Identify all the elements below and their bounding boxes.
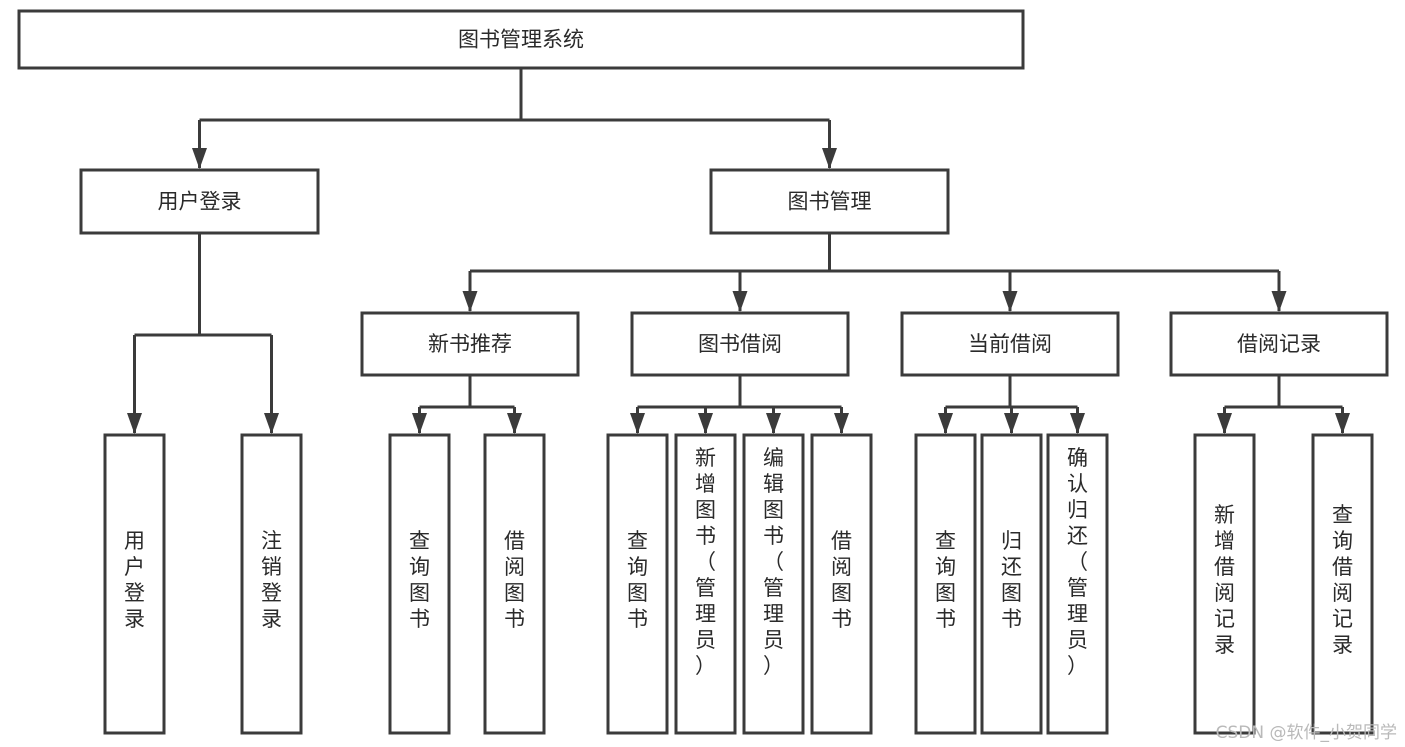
node-bookmgmt[interactable]: 图书管理 (709, 168, 950, 235)
node-label: 用户登录 (158, 190, 242, 214)
node-box[interactable] (103, 433, 166, 735)
node-leaf-login-2[interactable]: 注销登录 (240, 433, 303, 735)
node-leaf-new-2[interactable]: 借阅图书 (483, 433, 546, 735)
node-box[interactable] (483, 433, 546, 735)
node-box[interactable] (1046, 433, 1109, 735)
node-leaf-current-2[interactable]: 归还图书 (980, 433, 1043, 735)
node-box[interactable] (79, 168, 320, 235)
connector-group (1217, 375, 1350, 434)
node-box[interactable] (360, 311, 580, 377)
node-label: 注销登录 (261, 529, 282, 631)
node-box[interactable] (606, 433, 669, 735)
node-box[interactable] (742, 433, 805, 735)
connector-group (127, 233, 279, 434)
connector-group (192, 68, 837, 169)
node-box[interactable] (810, 433, 873, 735)
node-root[interactable]: 图书管理系统 (17, 9, 1025, 70)
node-box[interactable] (17, 9, 1025, 70)
node-leaf-new-1[interactable]: 查询图书 (388, 433, 451, 735)
node-box[interactable] (900, 311, 1120, 377)
node-box[interactable] (914, 433, 977, 735)
node-label: 新书推荐 (428, 332, 512, 356)
node-records[interactable]: 借阅记录 (1169, 311, 1389, 377)
node-label: 查询借阅记录 (1332, 503, 1353, 657)
node-leaf-borrow-3[interactable]: 编辑图书（管理员） (742, 433, 805, 735)
node-label: 图书管理系统 (458, 28, 584, 52)
node-box[interactable] (980, 433, 1043, 735)
node-label: 图书借阅 (698, 332, 782, 356)
node-label: 确认归还（管理员） (1067, 446, 1088, 678)
node-leaf-records-1[interactable]: 新增借阅记录 (1193, 433, 1256, 735)
node-newbook[interactable]: 新书推荐 (360, 311, 580, 377)
node-login[interactable]: 用户登录 (79, 168, 320, 235)
node-label: 查询图书 (409, 529, 430, 631)
node-label: 当前借阅 (968, 332, 1052, 356)
node-box[interactable] (674, 433, 737, 735)
node-label: 新增图书（管理员） (695, 446, 716, 678)
connector-group (462, 233, 1287, 312)
node-current[interactable]: 当前借阅 (900, 311, 1120, 377)
connector-group (412, 375, 522, 434)
node-leaf-borrow-2[interactable]: 新增图书（管理员） (674, 433, 737, 735)
node-label: 归还图书 (1001, 529, 1022, 631)
node-leaf-current-3[interactable]: 确认归还（管理员） (1046, 433, 1109, 735)
connector-layer (127, 68, 1350, 434)
node-box[interactable] (709, 168, 950, 235)
node-leaf-borrow-4[interactable]: 借阅图书 (810, 433, 873, 735)
node-label: 用户登录 (124, 529, 145, 631)
node-layer: 图书管理系统用户登录图书管理新书推荐图书借阅当前借阅借阅记录用户登录注销登录查询… (17, 9, 1389, 735)
node-borrow[interactable]: 图书借阅 (630, 311, 850, 377)
node-box[interactable] (1193, 433, 1256, 735)
node-box[interactable] (630, 311, 850, 377)
node-label: 图书管理 (788, 190, 872, 214)
node-label: 编辑图书（管理员） (763, 446, 784, 678)
node-label: 借阅图书 (831, 529, 852, 631)
node-box[interactable] (240, 433, 303, 735)
node-leaf-records-2[interactable]: 查询借阅记录 (1311, 433, 1374, 735)
node-label: 新增借阅记录 (1214, 503, 1235, 657)
node-box[interactable] (1169, 311, 1389, 377)
connector-group (630, 375, 849, 434)
connector-group (938, 375, 1085, 434)
node-box[interactable] (1311, 433, 1374, 735)
node-leaf-current-1[interactable]: 查询图书 (914, 433, 977, 735)
node-label: 借阅图书 (504, 529, 525, 631)
node-leaf-borrow-1[interactable]: 查询图书 (606, 433, 669, 735)
node-label: 查询图书 (627, 529, 648, 631)
node-box[interactable] (388, 433, 451, 735)
node-leaf-login-1[interactable]: 用户登录 (103, 433, 166, 735)
node-label: 借阅记录 (1237, 332, 1321, 356)
node-label: 查询图书 (935, 529, 956, 631)
